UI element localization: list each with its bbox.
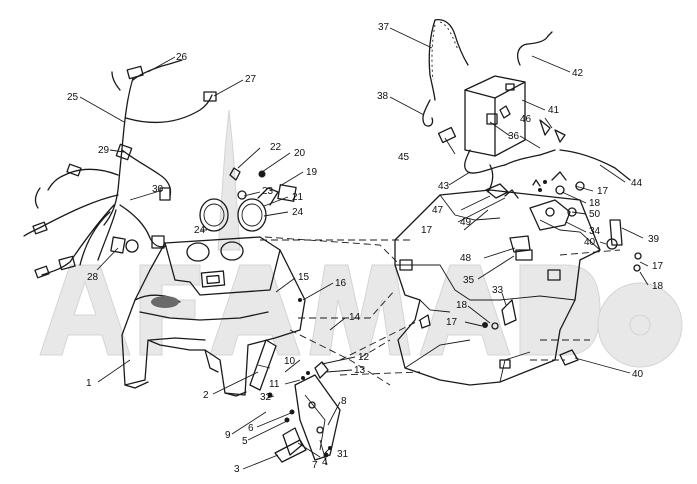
callout-16: 16	[335, 278, 347, 289]
callout-18-far-right: 18	[652, 281, 664, 292]
callout-18-center: 18	[456, 300, 468, 311]
callout-17-left: 17	[421, 225, 433, 236]
callout-27: 27	[245, 74, 257, 85]
callout-29: 29	[98, 145, 110, 156]
callout-40-lower: 40	[632, 369, 644, 380]
callout-14: 14	[349, 312, 361, 323]
callout-4: 4	[322, 457, 328, 468]
callout-7: 7	[312, 460, 318, 471]
wiring-harness	[23, 59, 217, 279]
callout-13: 13	[354, 365, 366, 376]
callout-46: 46	[520, 114, 532, 125]
callout-28: 28	[87, 272, 99, 283]
callout-12: 12	[358, 352, 370, 363]
callout-2: 2	[203, 390, 209, 401]
callout-39: 39	[648, 234, 660, 245]
callout-17-center: 17	[446, 317, 458, 328]
bracket-assembly	[267, 361, 341, 463]
callout-44: 44	[631, 178, 643, 189]
callout-30: 30	[152, 184, 164, 195]
callout-numbers: 26 27 25 29 30 28 22 20 19 23 21 24 24 1…	[67, 22, 664, 475]
watermark	[39, 109, 683, 368]
callout-24-upper: 24	[292, 207, 304, 218]
side-strip	[249, 339, 277, 391]
callout-5: 5	[242, 436, 248, 447]
callout-9: 9	[225, 430, 231, 441]
callout-33: 33	[492, 285, 504, 296]
gauge-assembly	[199, 167, 297, 232]
callout-40-upper: 40	[584, 237, 596, 248]
callout-1: 1	[86, 378, 92, 389]
battery	[464, 75, 526, 157]
callout-37: 37	[378, 22, 390, 33]
callout-31: 31	[337, 449, 349, 460]
callout-42: 42	[572, 68, 584, 79]
strap	[422, 19, 469, 127]
dash-panel	[121, 236, 306, 397]
callout-26: 26	[176, 52, 188, 63]
callout-20: 20	[294, 148, 306, 159]
callout-32: 32	[260, 392, 272, 403]
callout-6: 6	[248, 423, 254, 434]
callout-15: 15	[298, 272, 310, 283]
callout-50: 50	[589, 209, 601, 220]
callout-45: 45	[398, 152, 410, 163]
callout-18-right-upper: 18	[589, 198, 601, 209]
callout-47: 47	[432, 205, 444, 216]
callout-22: 22	[270, 142, 282, 153]
leader-lines	[79, 27, 649, 470]
callout-10: 10	[284, 356, 296, 367]
callout-49: 49	[460, 217, 472, 228]
callout-11: 11	[269, 379, 280, 390]
callout-19: 19	[306, 167, 318, 178]
callout-38: 38	[377, 91, 389, 102]
callout-24-lower: 24	[194, 225, 206, 236]
callout-3: 3	[234, 464, 240, 475]
callout-21: 21	[292, 192, 304, 203]
callout-48: 48	[460, 253, 472, 264]
callout-25: 25	[67, 92, 79, 103]
callout-41: 41	[548, 105, 560, 116]
callout-17-far-right: 17	[652, 261, 664, 272]
chassis-base	[394, 189, 601, 386]
callout-35: 35	[463, 275, 475, 286]
callout-17-right-upper: 17	[597, 186, 609, 197]
callout-43: 43	[438, 181, 450, 192]
solenoid-assembly	[419, 171, 642, 366]
callout-34: 34	[589, 226, 601, 237]
callout-36: 36	[508, 131, 520, 142]
cables	[437, 31, 631, 193]
callout-8: 8	[341, 396, 347, 407]
callout-23: 23	[262, 186, 274, 197]
assembly-lines	[260, 236, 621, 386]
